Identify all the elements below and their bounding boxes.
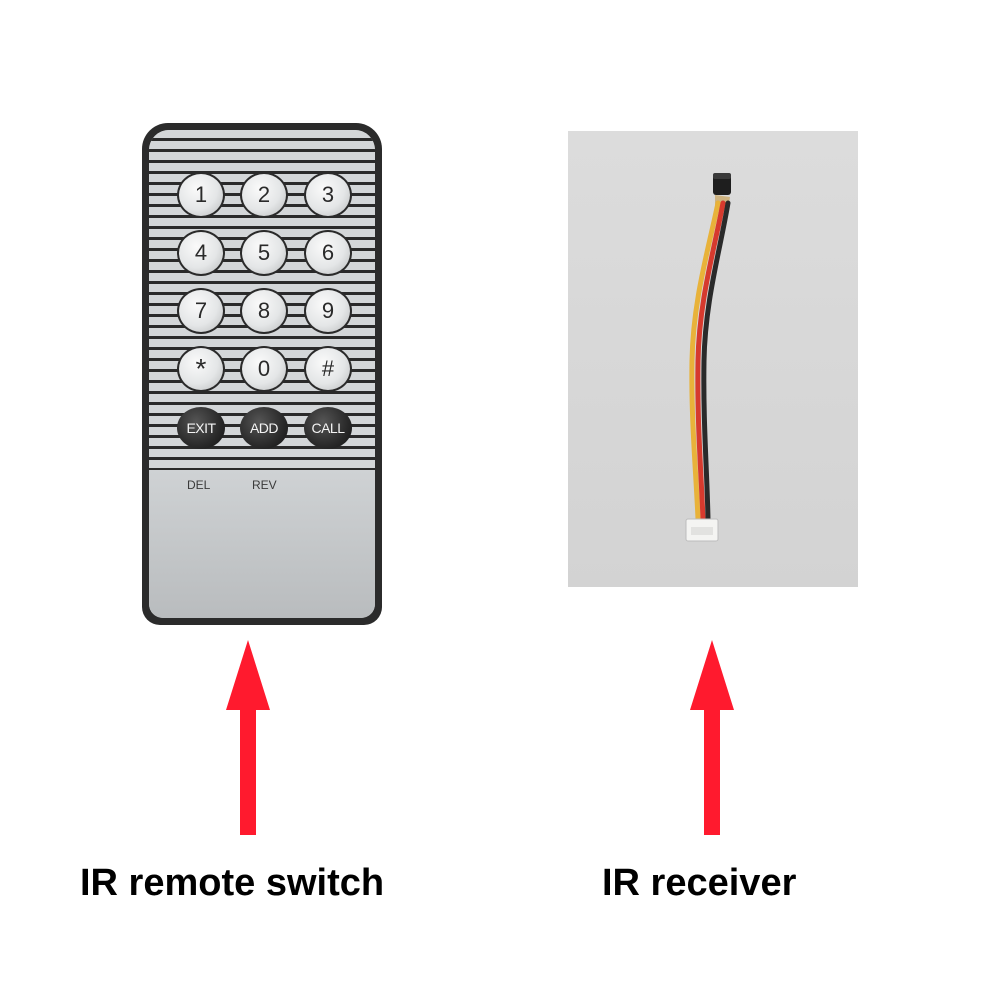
ir-receiver-cable: [685, 173, 731, 542]
key-7: 7: [177, 288, 225, 334]
wire-yellow: [689, 200, 721, 522]
ir-remote-image: 1 2 3 4 5 6 7 8 9 * 0 # EXIT ADD CALL DE…: [142, 123, 382, 625]
key-6: 6: [304, 230, 352, 276]
wire-black: [701, 200, 731, 522]
key-1: 1: [177, 172, 225, 218]
arrow-up-right: [690, 640, 734, 835]
key-8: 8: [240, 288, 288, 334]
ir-sensor-lens: [713, 173, 731, 179]
remote-lower-panel: [149, 470, 375, 618]
wire-connector-slot: [691, 527, 713, 535]
key-hash: #: [304, 346, 352, 392]
key-exit: EXIT: [177, 407, 225, 449]
arrow-up-left: [226, 640, 270, 835]
key-star: *: [177, 346, 225, 392]
label-rev: REV: [252, 478, 277, 492]
key-0: 0: [240, 346, 288, 392]
wire-red: [695, 200, 726, 522]
caption-ir-remote-switch: IR remote switch: [80, 862, 385, 904]
key-5: 5: [240, 230, 288, 276]
ir-receiver-photo: [568, 131, 858, 587]
remote-face: 1 2 3 4 5 6 7 8 9 * 0 # EXIT ADD CALL DE…: [149, 130, 375, 618]
key-4: 4: [177, 230, 225, 276]
label-del: DEL: [187, 478, 211, 492]
key-3: 3: [304, 172, 352, 218]
key-add: ADD: [240, 407, 288, 449]
key-2: 2: [240, 172, 288, 218]
caption-ir-receiver: IR receiver: [602, 862, 797, 904]
key-call: CALL: [304, 407, 352, 449]
key-9: 9: [304, 288, 352, 334]
